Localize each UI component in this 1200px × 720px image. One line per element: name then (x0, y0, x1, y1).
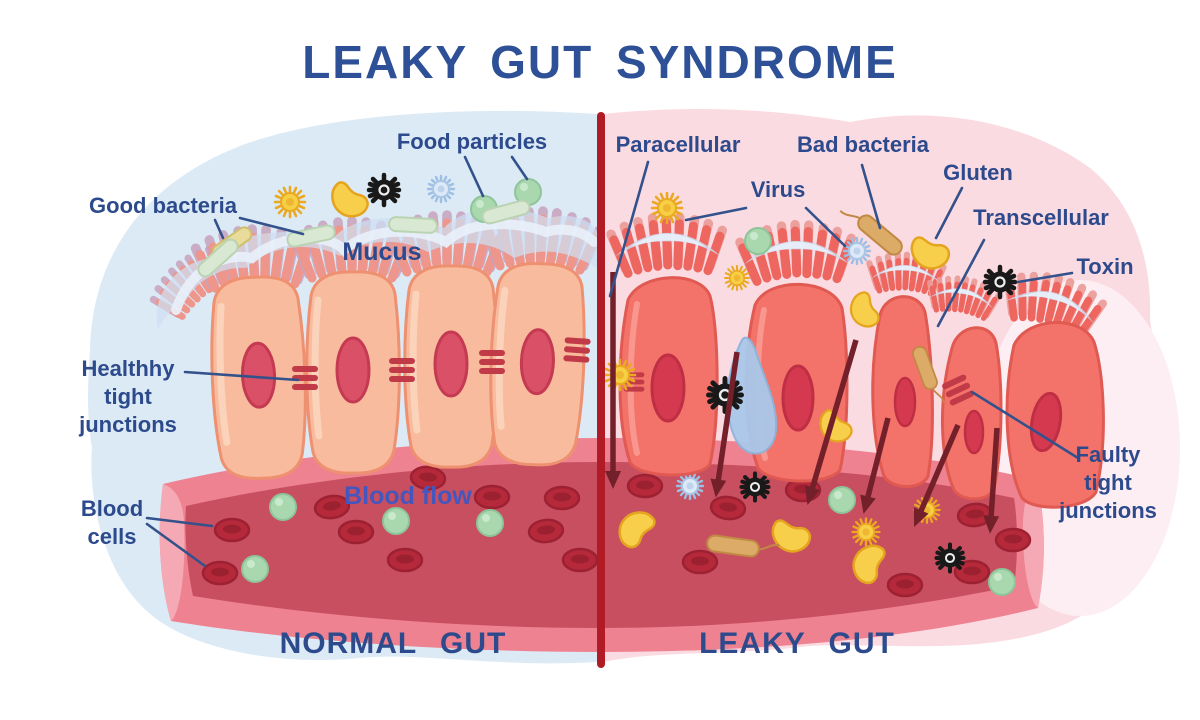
virus-particle (675, 471, 705, 501)
label-faulty-junctions: junctions (1058, 498, 1157, 523)
panel-divider (597, 112, 605, 668)
leak-arrow (983, 427, 1000, 534)
label-gluten: Gluten (943, 160, 1013, 185)
label-good-bacteria: Good bacteria (89, 193, 238, 218)
nutrient-cell (476, 509, 504, 537)
healthy-junctions-pointer (183, 370, 300, 382)
red-blood-cell (386, 547, 424, 573)
vessel-left-cut-cap (159, 484, 185, 621)
label-mucus: Mucus (342, 238, 421, 266)
label-toxin: Toxin (1076, 254, 1133, 279)
toxin-particle (709, 379, 742, 412)
label-healthy-junctions: Healthhy (82, 356, 176, 381)
vessel-right-cut-cap (1022, 480, 1044, 608)
label-paracellular: Paracellular (616, 132, 741, 157)
virus-pointer (684, 206, 847, 248)
toxin-particle (985, 267, 1015, 297)
red-blood-cell (994, 527, 1032, 553)
red-blood-cell (561, 547, 599, 573)
red-blood-cell (201, 560, 239, 586)
leakage-arrows (605, 272, 1000, 534)
label-blood-flow: Blood flow (344, 482, 472, 510)
nutrient-cell (269, 493, 297, 521)
caption-leaky-gut: LEAKY GUT (699, 627, 895, 660)
virus-particle (273, 185, 307, 219)
good-bacteria-pointer (213, 216, 305, 240)
red-blood-cell (543, 485, 581, 511)
mucus-layer (156, 208, 597, 330)
virus-particle (723, 264, 751, 292)
transcellular-pointer (936, 238, 986, 328)
epithelial-cell (307, 272, 400, 473)
blood-cells-pointer (145, 516, 214, 568)
good-bacteria-particle (387, 215, 439, 235)
leak-arrow (913, 423, 961, 527)
leak-arrow (860, 417, 891, 514)
toxin-particle (937, 545, 964, 572)
virus-particle (426, 174, 456, 204)
label-healthy-junctions: tight (104, 384, 152, 409)
epithelial-cell (405, 266, 498, 467)
tight-junction (389, 358, 415, 382)
nutrient-cell (382, 507, 410, 535)
damaged-cell (871, 295, 934, 488)
page-title: LEAKY GUT SYNDROME (302, 36, 898, 88)
tight-junction (563, 337, 591, 363)
nutrient-cell (828, 486, 856, 514)
label-healthy-junctions: junctions (78, 412, 177, 437)
food-particle (744, 227, 772, 255)
leak-arrow (605, 272, 621, 489)
virus-particle (842, 236, 872, 266)
label-bad-bacteria: Bad bacteria (797, 132, 930, 157)
gluten-pointer (934, 186, 964, 240)
label-virus: Virus (751, 177, 806, 202)
label-transcellular: Transcellular (973, 205, 1109, 230)
label-faulty-junctions: Faulty (1076, 442, 1142, 467)
tight-junction (292, 366, 318, 390)
leak-arrow (804, 339, 859, 506)
red-blood-cell (681, 549, 719, 575)
damaged-cell (1005, 321, 1105, 509)
nutrient-cell (241, 555, 269, 583)
tight-junction (479, 350, 505, 374)
food-particles-pointer (463, 155, 529, 198)
virus-particle (650, 191, 684, 225)
red-blood-cell (337, 519, 375, 545)
virus-particle (851, 517, 881, 547)
toxin-particle (369, 175, 399, 205)
faulty-junctions-pointer (970, 390, 1080, 460)
paracellular-pointer (608, 160, 650, 298)
caption-normal-gut: NORMAL GUT (280, 627, 507, 660)
red-blood-cell (626, 473, 664, 499)
leak-arrow (710, 351, 740, 498)
label-food-particles: Food particles (397, 129, 547, 154)
label-blood-cells: cells (88, 524, 137, 549)
normal-epithelium (146, 208, 600, 480)
toxin-particle (742, 474, 769, 501)
toxin-pointer (1016, 271, 1074, 284)
red-blood-cell (473, 484, 511, 510)
leader-lines (145, 155, 1080, 568)
label-blood-cells: Blood (81, 496, 143, 521)
red-blood-cell (886, 572, 924, 598)
nutrient-cell (988, 568, 1016, 596)
bad-bacteria-pointer (860, 163, 882, 230)
mucus-highlight (171, 219, 599, 315)
label-faulty-junctions: tight (1084, 470, 1132, 495)
red-blood-cell (213, 517, 251, 543)
virus-particle (603, 358, 637, 392)
